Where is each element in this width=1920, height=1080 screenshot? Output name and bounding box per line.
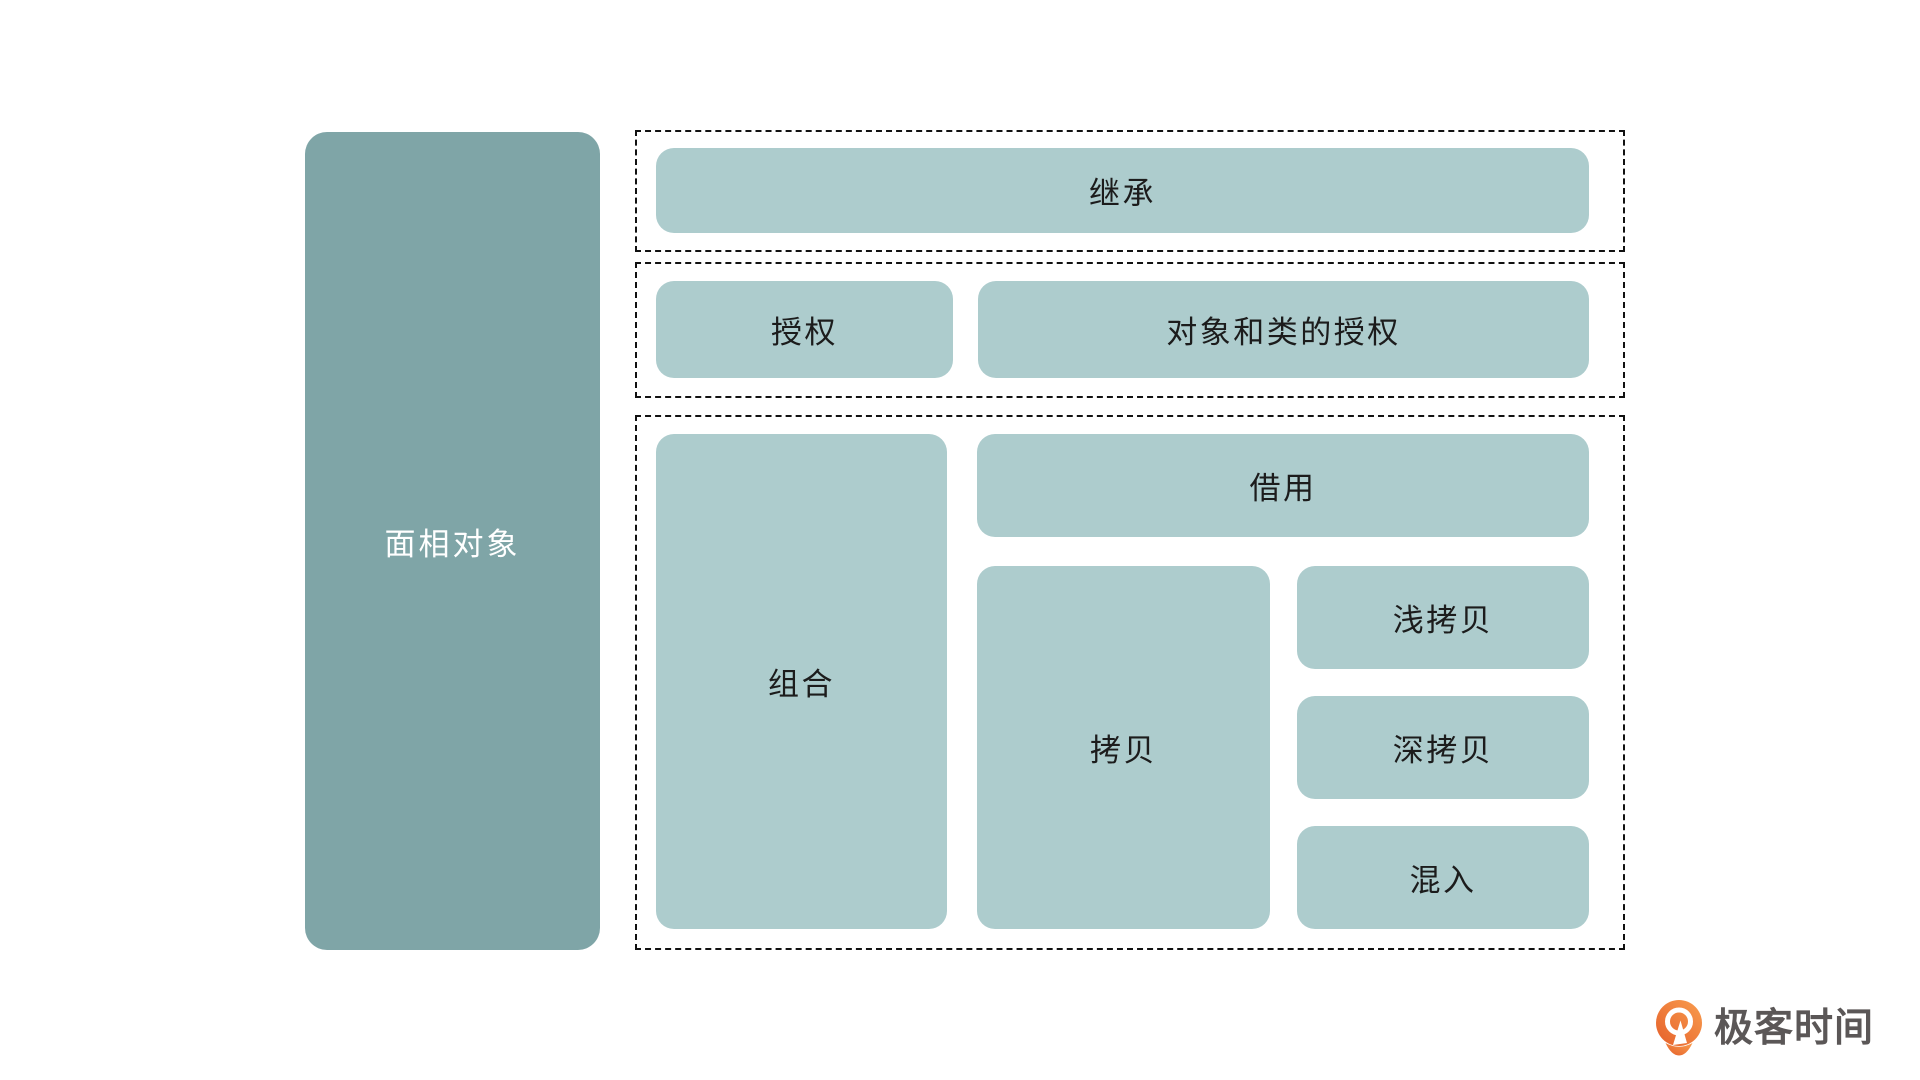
geektime-logo-text: 极客时间 — [1714, 1007, 1875, 1050]
node-object-oriented: 面相对象 — [305, 132, 600, 950]
node-borrowing: 借用 — [977, 434, 1589, 537]
geektime-pin-q-icon — [1656, 1000, 1702, 1056]
node-composition: 组合 — [656, 434, 947, 929]
node-class-object-delegation: 对象和类的授权 — [978, 281, 1589, 378]
composition-right-column: 借用 拷贝 浅拷贝 深拷贝 混入 — [977, 434, 1589, 929]
group-inheritance: 继承 — [635, 130, 1625, 252]
group-composition: 组合 借用 拷贝 浅拷贝 深拷贝 混入 — [635, 415, 1625, 950]
node-shallow-copy: 浅拷贝 — [1297, 566, 1589, 669]
copy-subgroup: 拷贝 浅拷贝 深拷贝 混入 — [977, 566, 1589, 929]
node-deep-copy: 深拷贝 — [1297, 696, 1589, 799]
geektime-logo: 极客时间 — [1655, 1000, 1874, 1057]
node-inheritance: 继承 — [656, 148, 1589, 233]
copy-types-stack: 浅拷贝 深拷贝 混入 — [1297, 566, 1589, 929]
node-mixin: 混入 — [1297, 826, 1589, 929]
node-copy: 拷贝 — [977, 566, 1270, 929]
group-delegation: 授权 对象和类的授权 — [635, 262, 1625, 398]
node-delegation: 授权 — [656, 281, 953, 378]
